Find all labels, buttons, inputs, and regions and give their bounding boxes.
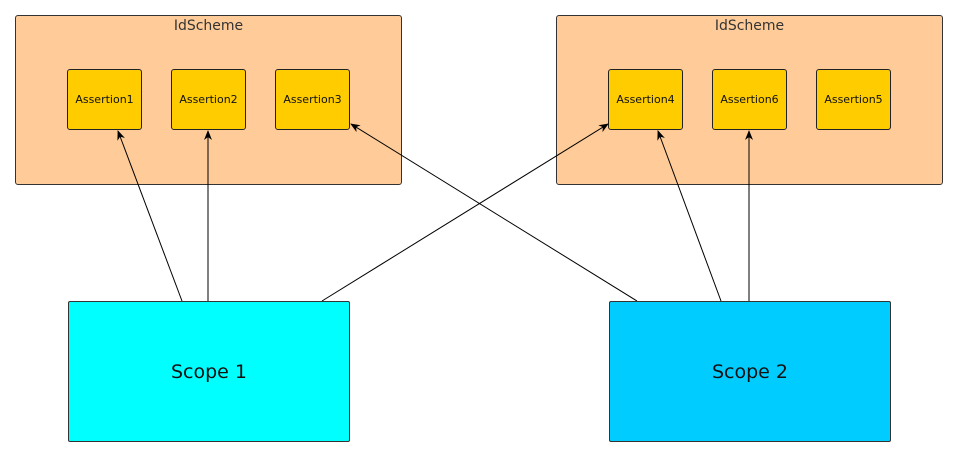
assertion-6[interactable]: Assertion6 bbox=[712, 69, 787, 130]
assertion-4[interactable]: Assertion4 bbox=[608, 69, 683, 130]
assertion-5[interactable]: Assertion5 bbox=[816, 69, 891, 130]
idscheme-left-title: IdScheme bbox=[173, 18, 244, 34]
idscheme-left[interactable]: IdScheme Assertion1 Assertion2 Assertion… bbox=[15, 15, 402, 185]
assertion-2[interactable]: Assertion2 bbox=[171, 69, 246, 130]
scope-1[interactable]: Scope 1 bbox=[68, 301, 350, 442]
assertion-1[interactable]: Assertion1 bbox=[67, 69, 142, 130]
idscheme-right-title: IdScheme bbox=[714, 18, 785, 34]
assertion-3[interactable]: Assertion3 bbox=[275, 69, 350, 130]
idscheme-right[interactable]: IdScheme Assertion4 Assertion6 Assertion… bbox=[556, 15, 943, 185]
scope-2[interactable]: Scope 2 bbox=[609, 301, 891, 442]
